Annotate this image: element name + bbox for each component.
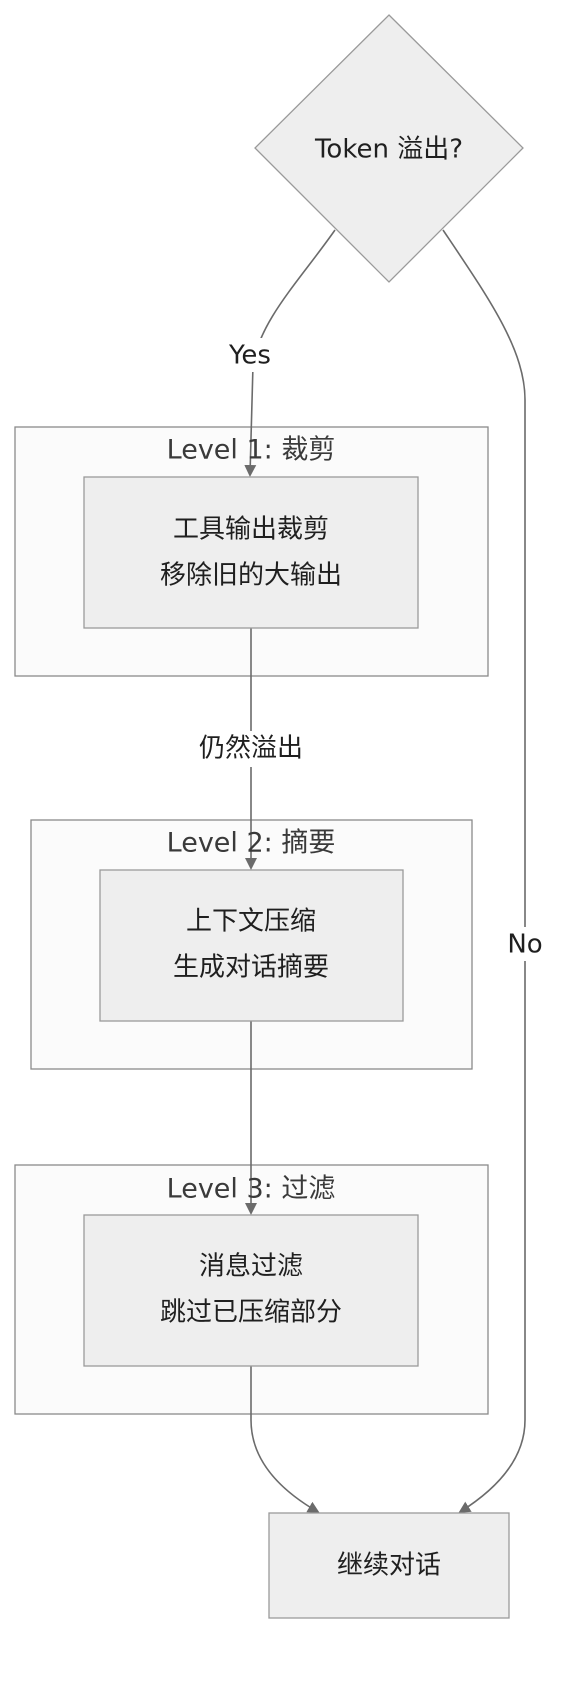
level-2-title: Level 2: 摘要 xyxy=(167,828,336,859)
edge-label-yes: Yes xyxy=(228,341,271,371)
decision-label: Token 溢出? xyxy=(314,135,463,165)
end-node xyxy=(268,1512,510,1619)
level-1-node xyxy=(83,476,419,629)
level-1-line1: 工具输出裁剪 xyxy=(173,515,329,545)
level-3-line1: 消息过滤 xyxy=(199,1252,303,1282)
level-1-line2: 移除旧的大输出 xyxy=(160,561,342,591)
edge-label-no: No xyxy=(507,930,542,960)
level-2-node xyxy=(99,869,404,1022)
decision-diamond xyxy=(254,14,524,283)
edge-no xyxy=(442,229,526,1514)
level-3-node xyxy=(83,1214,419,1367)
level-2-line2: 生成对话摘要 xyxy=(173,953,329,983)
level-3-line2: 跳过已压缩部分 xyxy=(160,1298,342,1328)
level-3-title: Level 3: 过滤 xyxy=(167,1174,336,1205)
end-label: 继续对话 xyxy=(337,1551,441,1581)
edge-level3-to-end xyxy=(250,1364,320,1514)
edge-label-still-overflow: 仍然溢出 xyxy=(199,734,303,764)
level-2-line1: 上下文压缩 xyxy=(186,907,316,937)
level-1-title: Level 1: 裁剪 xyxy=(167,435,336,466)
